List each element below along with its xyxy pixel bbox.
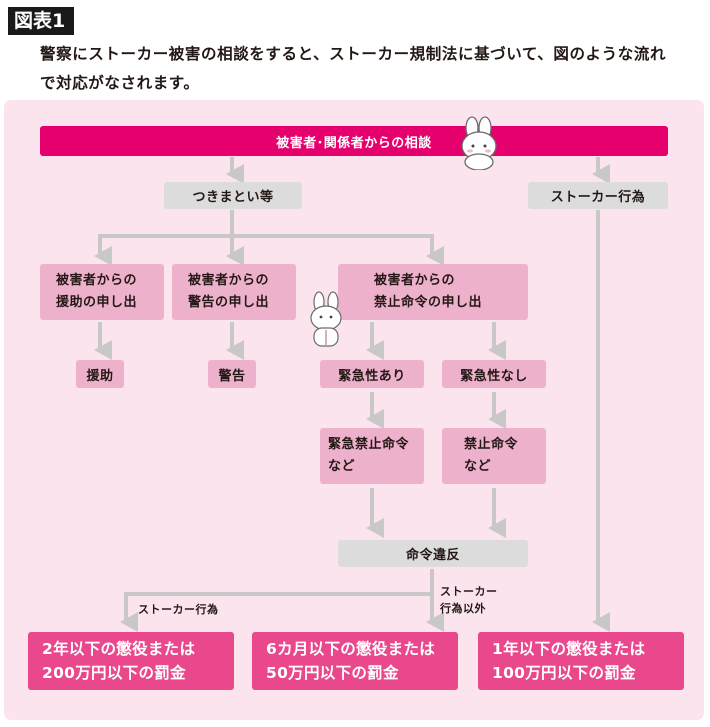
warning-box: 警告	[208, 360, 256, 388]
penalty-one-year: 1年以下の懲役または 100万円以下の罰金	[478, 632, 684, 690]
penalty-six-months: 6カ月以下の懲役または 50万円以下の罰金	[252, 632, 458, 690]
rabbit-mascot-icon	[461, 116, 497, 170]
rabbit-mascot-2-icon	[310, 291, 342, 347]
warning-request-box: 被害者からの 警告の申し出	[172, 264, 296, 320]
caption-text: 警察にストーカー被害の相談をすると、ストーカー規制法に基づいて、図のような流れで…	[40, 45, 667, 92]
arrow-to-prohibition-request	[232, 234, 444, 266]
urgent-no-box: 緊急性なし	[442, 360, 546, 388]
prohibition-request-box: 被害者からの 禁止命令の申し出	[338, 264, 528, 320]
assist-request-box: 被害者からの 援助の申し出	[40, 264, 164, 320]
arrow-to-two-years	[120, 569, 434, 632]
arrow-to-assist-request	[94, 210, 234, 266]
urgent-yes-box: 緊急性あり	[320, 360, 424, 388]
assist-box: 援助	[76, 360, 124, 388]
urgent-prohibition-box: 緊急禁止命令 など	[320, 428, 424, 484]
edge-label-stalker-act: ストーカー行為	[138, 603, 219, 616]
tsukimatoi-box: つきまとい等	[164, 182, 302, 209]
consultation-bar: 被害者･関係者からの相談	[40, 126, 668, 156]
penalty-two-years: 2年以下の懲役または 200万円以下の罰金	[28, 632, 234, 690]
figure-label: 図表1	[8, 7, 74, 35]
prohibition-box: 禁止命令 など	[442, 428, 546, 484]
violation-box: 命令違反	[338, 540, 528, 567]
stalker-act-box: ストーカー行為	[528, 182, 668, 209]
edge-label-non-stalker-act: ストーカー 行為以外	[440, 585, 498, 615]
